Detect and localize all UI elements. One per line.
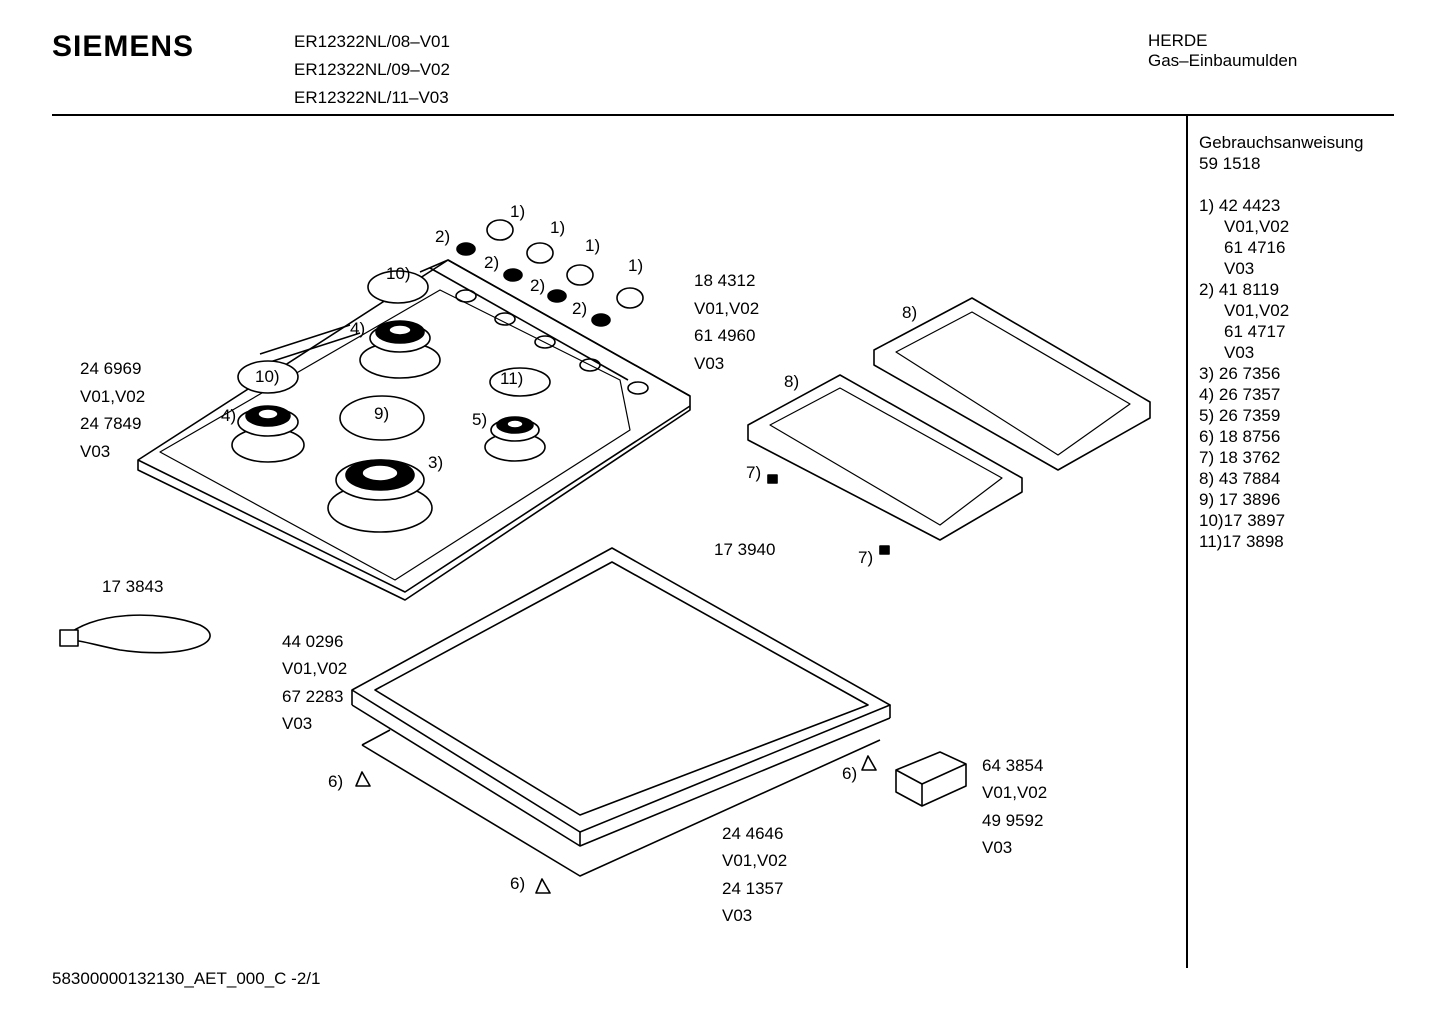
- burner-rear: [359, 320, 441, 379]
- foot-6a: [355, 771, 371, 787]
- pan-support-grates: [747, 297, 1151, 541]
- sidebar-divider: [1186, 116, 1188, 968]
- part-entry-2-alt: 61 4717: [1224, 322, 1286, 341]
- callout-1: 1): [550, 218, 566, 237]
- parts-list: Gebrauchsanweisung 59 1518 1) 42 4423 V0…: [1199, 132, 1363, 552]
- callout-8: 8): [902, 303, 918, 322]
- part-entry-1-alt-variant: V03: [1224, 259, 1255, 278]
- panel-variant: V01,V02: [694, 299, 760, 318]
- part-entry-6: 6) 18 8756: [1199, 427, 1281, 446]
- cable-part-number: 17 3843: [102, 577, 164, 596]
- part-entry-2: 2) 41 8119: [1199, 280, 1280, 299]
- callout-6: 6): [842, 764, 858, 783]
- panel-variant-alt: V03: [694, 354, 725, 373]
- burner-cap-10-rear: [367, 270, 429, 304]
- part-entry-1-variant: V01,V02: [1224, 217, 1290, 236]
- part-entry-2-variant: V01,V02: [1224, 301, 1290, 320]
- manual-number: 59 1518: [1199, 154, 1261, 173]
- burner-left: [231, 405, 305, 463]
- callout-4: 4): [221, 406, 237, 425]
- module-part-number-alt: 49 9592: [982, 811, 1044, 830]
- panel-part-number-alt: 61 4960: [694, 326, 756, 345]
- panel-part-number: 18 4312: [694, 271, 756, 290]
- callout-8: 8): [784, 372, 800, 391]
- power-cable: [59, 614, 211, 654]
- module-variant: V01,V02: [982, 783, 1048, 802]
- hob-variant: V01,V02: [80, 387, 146, 406]
- burner-cap-10-left: [237, 360, 299, 394]
- callout-1: 1): [628, 256, 644, 275]
- part-entry-1: 1) 42 4423: [1199, 196, 1281, 215]
- callout-4: 4): [350, 319, 366, 338]
- frame-part-number: 44 0296: [282, 632, 344, 651]
- callout-2: 2): [484, 253, 500, 272]
- part-entry-2-alt-variant: V03: [1224, 343, 1255, 362]
- module-variant-alt: V03: [982, 838, 1013, 857]
- header-divider: [52, 114, 1394, 116]
- footer-doc-id: 58300000132130_AET_000_C -2/1: [52, 969, 321, 988]
- callout-3: 3): [428, 453, 444, 472]
- category-title: HERDE: [1148, 31, 1208, 50]
- control-module: [895, 751, 967, 807]
- base-part-number: 24 4646: [722, 824, 784, 843]
- frame-variant: V01,V02: [282, 659, 348, 678]
- part-entry-4: 4) 26 7357: [1199, 385, 1281, 404]
- model-number-1: ER12322NL/08–V01: [294, 32, 450, 51]
- callout-7: 7): [858, 548, 874, 567]
- callout-10: 10): [255, 367, 280, 386]
- manual-label: Gebrauchsanweisung: [1199, 133, 1364, 152]
- callout-5: 5): [472, 410, 488, 429]
- callout-2: 2): [530, 276, 546, 295]
- part-entry-5: 5) 26 7359: [1199, 406, 1281, 425]
- base-part-number-alt: 24 1357: [722, 879, 784, 898]
- part-entry-11: 11)17 3898: [1199, 532, 1284, 551]
- mounting-frame: [351, 547, 891, 847]
- bracket-part-number: 17 3940: [714, 540, 776, 559]
- subcategory-title: Gas–Einbaumulden: [1148, 51, 1298, 70]
- module-part-number: 64 3854: [982, 756, 1044, 775]
- part-entry-10: 10)17 3897: [1199, 511, 1286, 530]
- callout-2: 2): [435, 227, 451, 246]
- brand-logo: SIEMENS: [52, 30, 195, 63]
- control-knobs: [456, 219, 644, 327]
- callout-11: 11): [500, 369, 524, 388]
- part-entry-3: 3) 26 7356: [1199, 364, 1281, 383]
- frame-part-number-alt: 67 2283: [282, 687, 344, 706]
- part-entry-7: 7) 18 3762: [1199, 448, 1281, 467]
- base-tray: [361, 729, 881, 877]
- callout-2: 2): [572, 299, 588, 318]
- model-number-3: ER12322NL/11–V03: [294, 88, 449, 107]
- part-entry-9: 9) 17 3896: [1199, 490, 1281, 509]
- callout-10: 10): [386, 264, 411, 283]
- clip-7b: [879, 545, 890, 555]
- callout-1: 1): [585, 236, 601, 255]
- burner-large: [327, 459, 433, 533]
- callout-6: 6): [510, 874, 526, 893]
- callout-9: 9): [374, 404, 390, 423]
- foot-6c: [861, 755, 877, 771]
- model-number-2: ER12322NL/09–V02: [294, 60, 450, 79]
- hob-part-number: 24 6969: [80, 359, 142, 378]
- hob-part-number-alt: 24 7849: [80, 414, 142, 433]
- base-variant-alt: V03: [722, 906, 753, 925]
- knob-holes: [455, 289, 649, 395]
- frame-variant-alt: V03: [282, 714, 313, 733]
- callout-6: 6): [328, 772, 344, 791]
- foot-6b: [535, 878, 551, 894]
- callout-7: 7): [746, 463, 762, 482]
- part-entry-8: 8) 43 7884: [1199, 469, 1281, 488]
- part-entry-1-alt: 61 4716: [1224, 238, 1286, 257]
- clip-7a: [767, 474, 778, 484]
- callout-1: 1): [510, 202, 526, 221]
- hob-variant-alt: V03: [80, 442, 111, 461]
- burner-cap-11: [489, 367, 551, 397]
- burner-small: [484, 416, 546, 462]
- burner-cap-9: [339, 395, 425, 441]
- base-variant: V01,V02: [722, 851, 788, 870]
